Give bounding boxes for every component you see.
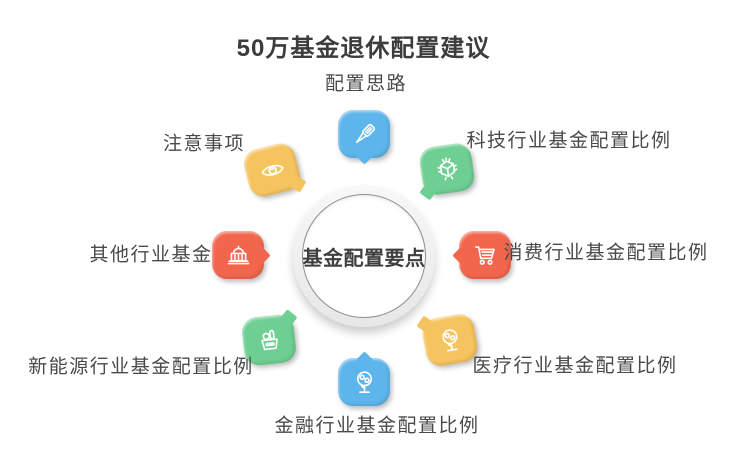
chip-icon xyxy=(429,151,464,186)
badge-tail xyxy=(252,245,271,265)
finance-fund-label: 金融行业基金配置比例 xyxy=(274,415,480,437)
tech-fund-label: 科技行业基金配置比例 xyxy=(466,130,672,152)
medical-fund-label: 医疗行业基金配置比例 xyxy=(472,355,678,377)
page-title: 50万基金退休配置建议 xyxy=(236,35,491,62)
center-label: 基金配置要点 xyxy=(302,247,426,270)
bank-icon xyxy=(223,240,254,271)
badge-tail xyxy=(452,245,471,265)
money-tree-icon xyxy=(432,322,468,358)
badge-tail xyxy=(288,174,307,193)
money-tree-icon xyxy=(349,367,380,398)
notes-badge xyxy=(240,140,307,200)
center-circle: 基金配置要点 xyxy=(293,185,435,327)
center-circle-inner: 基金配置要点 xyxy=(302,194,426,318)
medical-fund-badge xyxy=(416,311,480,369)
allocation-idea-label: 配置思路 xyxy=(324,73,408,95)
finance-fund-badge xyxy=(338,351,390,406)
notes-label: 注意事项 xyxy=(162,133,246,155)
new-energy-fund-badge xyxy=(240,309,298,367)
tool-icon xyxy=(349,119,380,150)
consumer-fund-badge xyxy=(452,231,511,279)
tech-fund-badge xyxy=(417,141,477,201)
allocation-idea-badge xyxy=(338,110,390,165)
basket-icon xyxy=(252,323,286,357)
consumer-fund-label: 消费行业基金配置比例 xyxy=(503,242,709,264)
other-fund-badge xyxy=(212,231,271,279)
cart-icon xyxy=(470,240,501,271)
other-fund-label: 其他行业基金 xyxy=(89,244,213,266)
new-energy-fund-label: 新能源行业基金配置比例 xyxy=(28,356,254,378)
eye-icon xyxy=(253,151,291,189)
